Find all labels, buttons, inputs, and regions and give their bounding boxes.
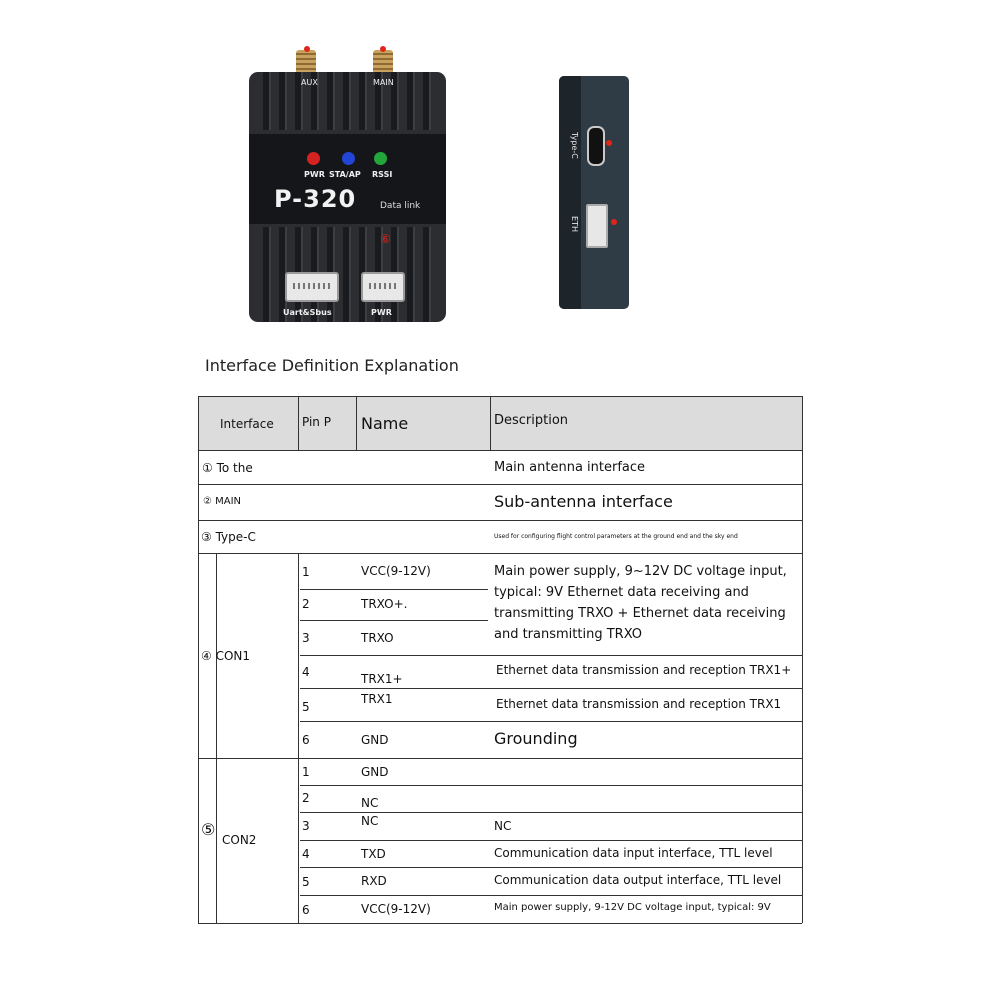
con1-description-5: Ethernet data transmission and reception… (496, 697, 782, 711)
pwr-port-label: PWR (371, 308, 392, 317)
uart-sbus-label: Uart&Sbus (283, 308, 332, 317)
row-3-interface: ③ Type-C (201, 530, 256, 544)
con1-pin: 4 (302, 665, 310, 679)
con1-name: TRX1+ (361, 672, 403, 686)
con2-name: TXD (361, 847, 386, 861)
header-description: Description (494, 413, 569, 428)
con2-pin: 1 (302, 765, 310, 779)
con2-description-6: Main power supply, 9-12V DC voltage inpu… (494, 902, 771, 913)
main-label: MAIN (373, 78, 394, 87)
header-name: Name (361, 414, 409, 433)
device-side-photo: Type-C ETH (559, 76, 629, 309)
row-3-description: Used for configuring flight control para… (494, 533, 738, 540)
aux-antenna-connector (296, 50, 316, 78)
con2-name: NC (361, 796, 379, 810)
con1-description-6: Grounding (494, 729, 578, 748)
device-front-photo: AUX MAIN PWR STA/AP RSSI P-320 Data link… (249, 46, 446, 322)
con1-name: TRX1 (361, 692, 393, 706)
con2-name: NC (361, 814, 379, 828)
con2-label: CON2 (222, 833, 257, 847)
front-label-panel (249, 134, 446, 224)
con2-description-4: Communication data input interface, TTL … (494, 846, 773, 860)
model-subtitle: Data link (380, 201, 421, 211)
red-marker-dot (606, 140, 612, 146)
con2-pin: 4 (302, 847, 310, 861)
con2-name: VCC(9-12V) (361, 902, 431, 916)
eth-port (586, 204, 608, 248)
typec-label: Type-C (570, 132, 579, 159)
sta-led-label: STA/AP (329, 170, 361, 179)
uart-sbus-port (285, 272, 339, 302)
con2-description-5: Communication data output interface, TTL… (494, 873, 782, 887)
type-c-port (587, 126, 605, 166)
con2-name: RXD (361, 874, 387, 888)
device-side-edge (559, 76, 581, 309)
pwr-port (361, 272, 405, 302)
con2-marker: ⑤ (201, 820, 216, 839)
pwr-led-icon (307, 152, 320, 165)
con2-pin: 3 (302, 819, 310, 833)
red-marker-dot (380, 46, 386, 52)
rssi-led-label: RSSI (372, 170, 393, 179)
eth-label: ETH (570, 216, 579, 232)
section-title: Interface Definition Explanation (205, 356, 459, 375)
model-name: P-320 (274, 185, 357, 213)
header-pin: Pin P (302, 415, 331, 429)
red-marker-dot (304, 46, 310, 52)
aux-label: AUX (301, 78, 318, 87)
row-1-description: Main antenna interface (494, 460, 646, 475)
con2-name: GND (361, 765, 389, 779)
con1-pin: 3 (302, 631, 310, 645)
con2-pin: 6 (302, 903, 310, 917)
con1-name: VCC(9-12V) (361, 564, 431, 578)
row-1-interface: ① To the (202, 461, 253, 475)
con1-name: TRXO+. (361, 597, 408, 611)
con2-pin: 2 (302, 791, 310, 805)
con2-pin: 5 (302, 875, 310, 889)
con1-name: TRXO (361, 631, 394, 645)
sta-led-icon (342, 152, 355, 165)
red-marker-dot (611, 219, 617, 225)
header-interface: Interface (220, 417, 274, 431)
con1-pin: 1 (302, 565, 310, 579)
con1-name: GND (361, 733, 389, 747)
con1-pin: 6 (302, 733, 310, 747)
con1-pin: 5 (302, 700, 310, 714)
row-2-interface: ② MAIN (203, 496, 242, 507)
marker-six: ⑥ (380, 232, 391, 246)
con2-description-3: NC (494, 819, 512, 833)
con1-description-4: Ethernet data transmission and reception… (496, 663, 792, 677)
row-2-description: Sub-antenna interface (494, 492, 673, 511)
con1-description-main: Main power supply, 9~12V DC voltage inpu… (494, 564, 787, 642)
device-front-body: AUX MAIN PWR STA/AP RSSI P-320 Data link… (249, 72, 446, 322)
con1-label: ④ CON1 (201, 649, 251, 663)
con1-pin: 2 (302, 597, 310, 611)
main-antenna-connector (373, 50, 393, 78)
pwr-led-label: PWR (304, 170, 325, 179)
rssi-led-icon (374, 152, 387, 165)
